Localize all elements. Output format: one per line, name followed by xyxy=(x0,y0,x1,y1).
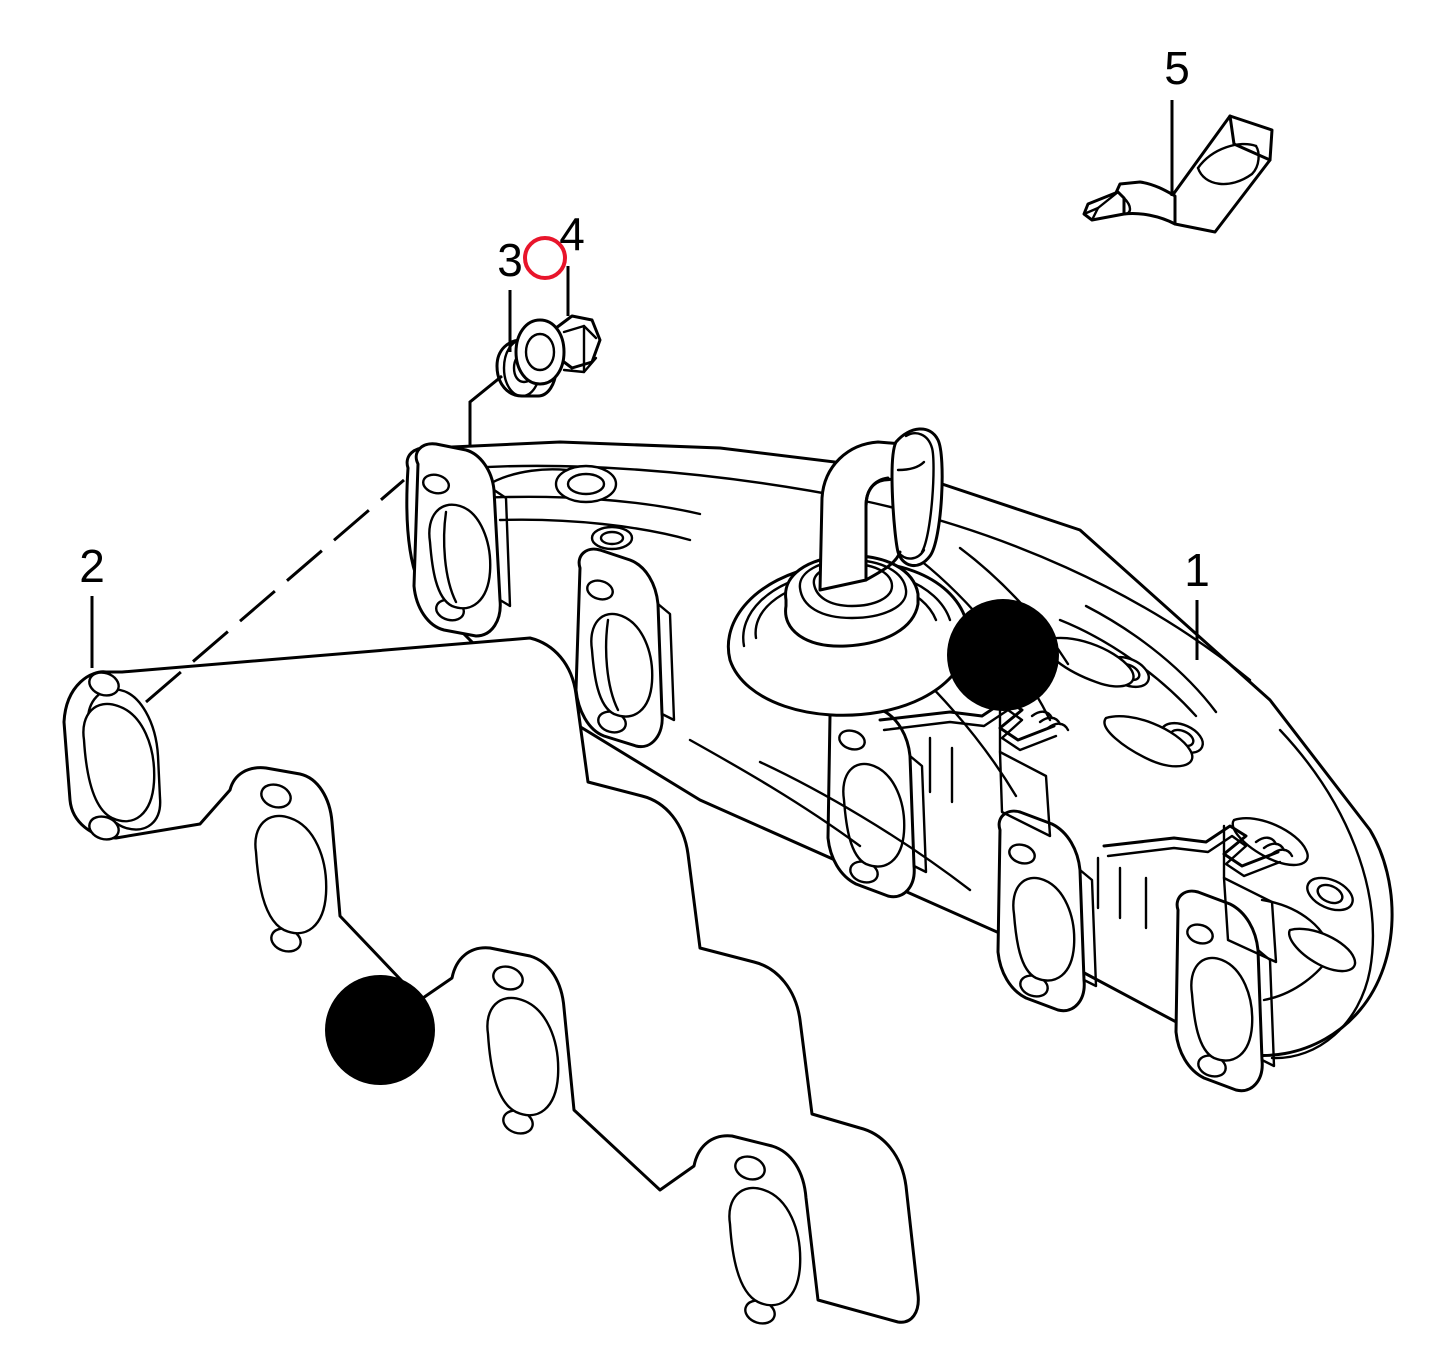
callout-layer: 1 2 3 4 5 xyxy=(79,42,1210,1085)
callout-5-label: 5 xyxy=(1164,42,1190,94)
occlusion-dot-manifold xyxy=(947,599,1059,711)
part-exhaust-manifold[interactable] xyxy=(405,427,1394,1093)
part-hex-flange-nut[interactable] xyxy=(514,314,602,386)
callout-1[interactable]: 1 xyxy=(1184,544,1210,660)
occlusion-dot-gasket xyxy=(325,975,435,1085)
callout-2[interactable]: 2 xyxy=(79,540,105,668)
heat-shield-clip-lower xyxy=(1102,824,1294,964)
gasket-assembly-dashed-leader xyxy=(145,478,405,704)
callout-5[interactable]: 5 xyxy=(1164,42,1190,196)
part-sealant-tube[interactable] xyxy=(1082,114,1274,234)
callout-2-label: 2 xyxy=(79,540,105,592)
part-exhaust-manifold-gasket[interactable] xyxy=(62,636,920,1327)
callout-3[interactable]: 3 xyxy=(497,234,523,352)
red-highlight-circle[interactable] xyxy=(523,236,567,280)
callout-1-label: 1 xyxy=(1184,544,1210,596)
callout-3-label: 3 xyxy=(497,234,523,286)
